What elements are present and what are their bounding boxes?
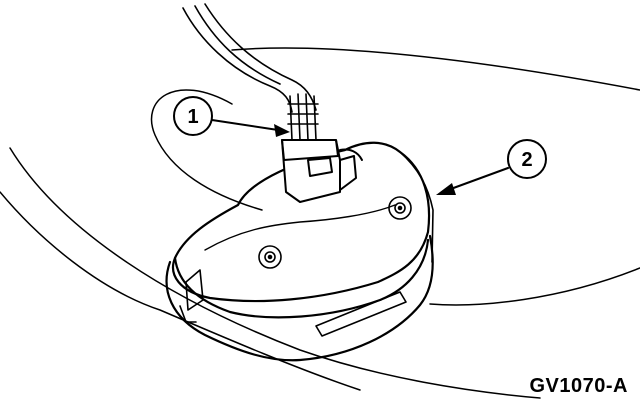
wire-bundle-left — [182, 7, 293, 113]
wire-bundle-mid — [194, 5, 281, 85]
housing-inner-ridge — [204, 204, 396, 251]
surface-edge-lower — [0, 191, 361, 391]
wire-harness — [182, 3, 319, 141]
wire-bands — [287, 103, 319, 125]
callout-2-leader — [447, 167, 509, 191]
wire-bundle-right — [204, 3, 317, 111]
connector-latch — [307, 157, 333, 177]
connector-top-face — [281, 139, 339, 161]
housing-lower-outline — [165, 234, 434, 362]
surface-edge-upper — [9, 147, 541, 399]
housing-tab-left — [179, 305, 197, 323]
connector-shroud — [339, 148, 363, 161]
callout-1: 1 — [173, 96, 290, 137]
figure-id-label: GV1070-A — [529, 375, 628, 397]
housing-right-edge — [399, 151, 434, 263]
trim-panel-right — [429, 267, 640, 306]
callout-1-number: 1 — [187, 106, 198, 128]
wire-3 — [305, 93, 309, 141]
trim-panel-top — [231, 47, 640, 91]
callout-2-number: 2 — [521, 149, 532, 171]
screw-rear — [388, 196, 412, 220]
callout-2-circle — [507, 139, 547, 179]
callout-1-arrowhead — [274, 124, 290, 137]
callout-2: 2 — [436, 139, 547, 195]
wire-2 — [297, 93, 301, 141]
callout-1-leader — [211, 119, 279, 131]
connector-base — [339, 155, 357, 191]
callout-2-arrowhead — [436, 183, 456, 195]
housing-side-edge — [173, 238, 430, 319]
wire-1 — [289, 95, 293, 141]
screw-front — [258, 245, 282, 269]
trim-panel-curve — [150, 89, 263, 211]
callout-1-circle — [173, 96, 213, 136]
headliner-surface — [0, 47, 640, 399]
mounting-screws — [258, 196, 412, 269]
housing-slot-left — [185, 269, 204, 311]
wire-4 — [313, 95, 317, 141]
electrical-connector — [281, 139, 363, 203]
housing-slot-right — [315, 291, 407, 337]
